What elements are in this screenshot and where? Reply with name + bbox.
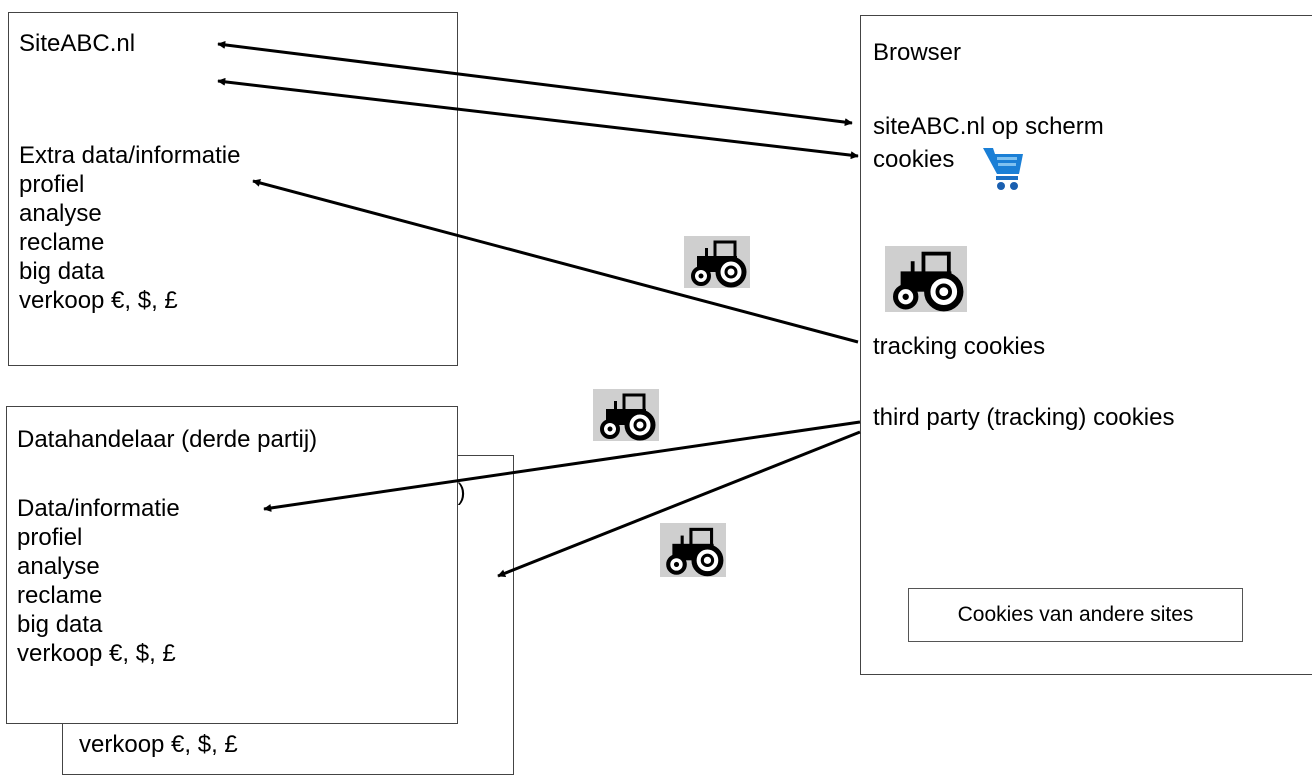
tractor-icon [660,523,726,577]
arrow-site-cookies [217,77,859,160]
arrow-thirdparty-to-dealer [263,420,861,512]
list-item: verkoop €, $, £ [17,640,176,668]
list-item: big data [19,258,105,286]
tractor-icon [593,389,659,441]
other-sites-cookies-label: Cookies van andere sites [957,603,1194,626]
list-item: analyse [19,200,102,228]
list-item: verkoop €, $, £ [19,287,178,315]
other-sites-cookies-button[interactable]: Cookies van andere sites [908,588,1243,642]
browser-box: Browser siteABC.nl op scherm cookies tra… [860,15,1312,675]
list-item: profiel [17,524,83,552]
data-dealer-list: Data/informatie profiel analyse reclame … [17,494,180,668]
list-item: reclame [17,582,103,610]
back-box-last-line: verkoop €, $, £ [79,731,238,758]
browser-cookies: cookies [873,146,955,173]
site-abc-list: Extra data/informatie profiel analyse re… [19,141,240,315]
list-item: Extra data/informatie [19,142,241,169]
browser-title: Browser [873,39,962,66]
data-dealer-title: Datahandelaar (derde partij) [17,426,318,453]
tractor-icon [684,236,750,288]
tractor-icon [885,246,967,312]
arrow-thirdparty-to-back-dealer [497,430,861,578]
list-item: profiel [19,171,85,199]
list-item: big data [17,611,103,639]
arrow-site-browser [217,40,853,127]
data-dealer-box: Datahandelaar (derde partij) Data/inform… [6,406,458,724]
list-item: reclame [19,229,105,257]
shopping-cart-icon [983,148,1023,190]
arrow-tracking-to-site [252,178,859,344]
browser-tracking-cookies: tracking cookies [873,333,1046,360]
browser-site-on-screen: siteABC.nl op scherm [873,113,1104,140]
site-abc-title: SiteABC.nl [19,30,136,57]
browser-third-party-cookies: third party (tracking) cookies [873,404,1175,431]
list-item: analyse [17,553,100,581]
list-item: Data/informatie [17,495,180,522]
